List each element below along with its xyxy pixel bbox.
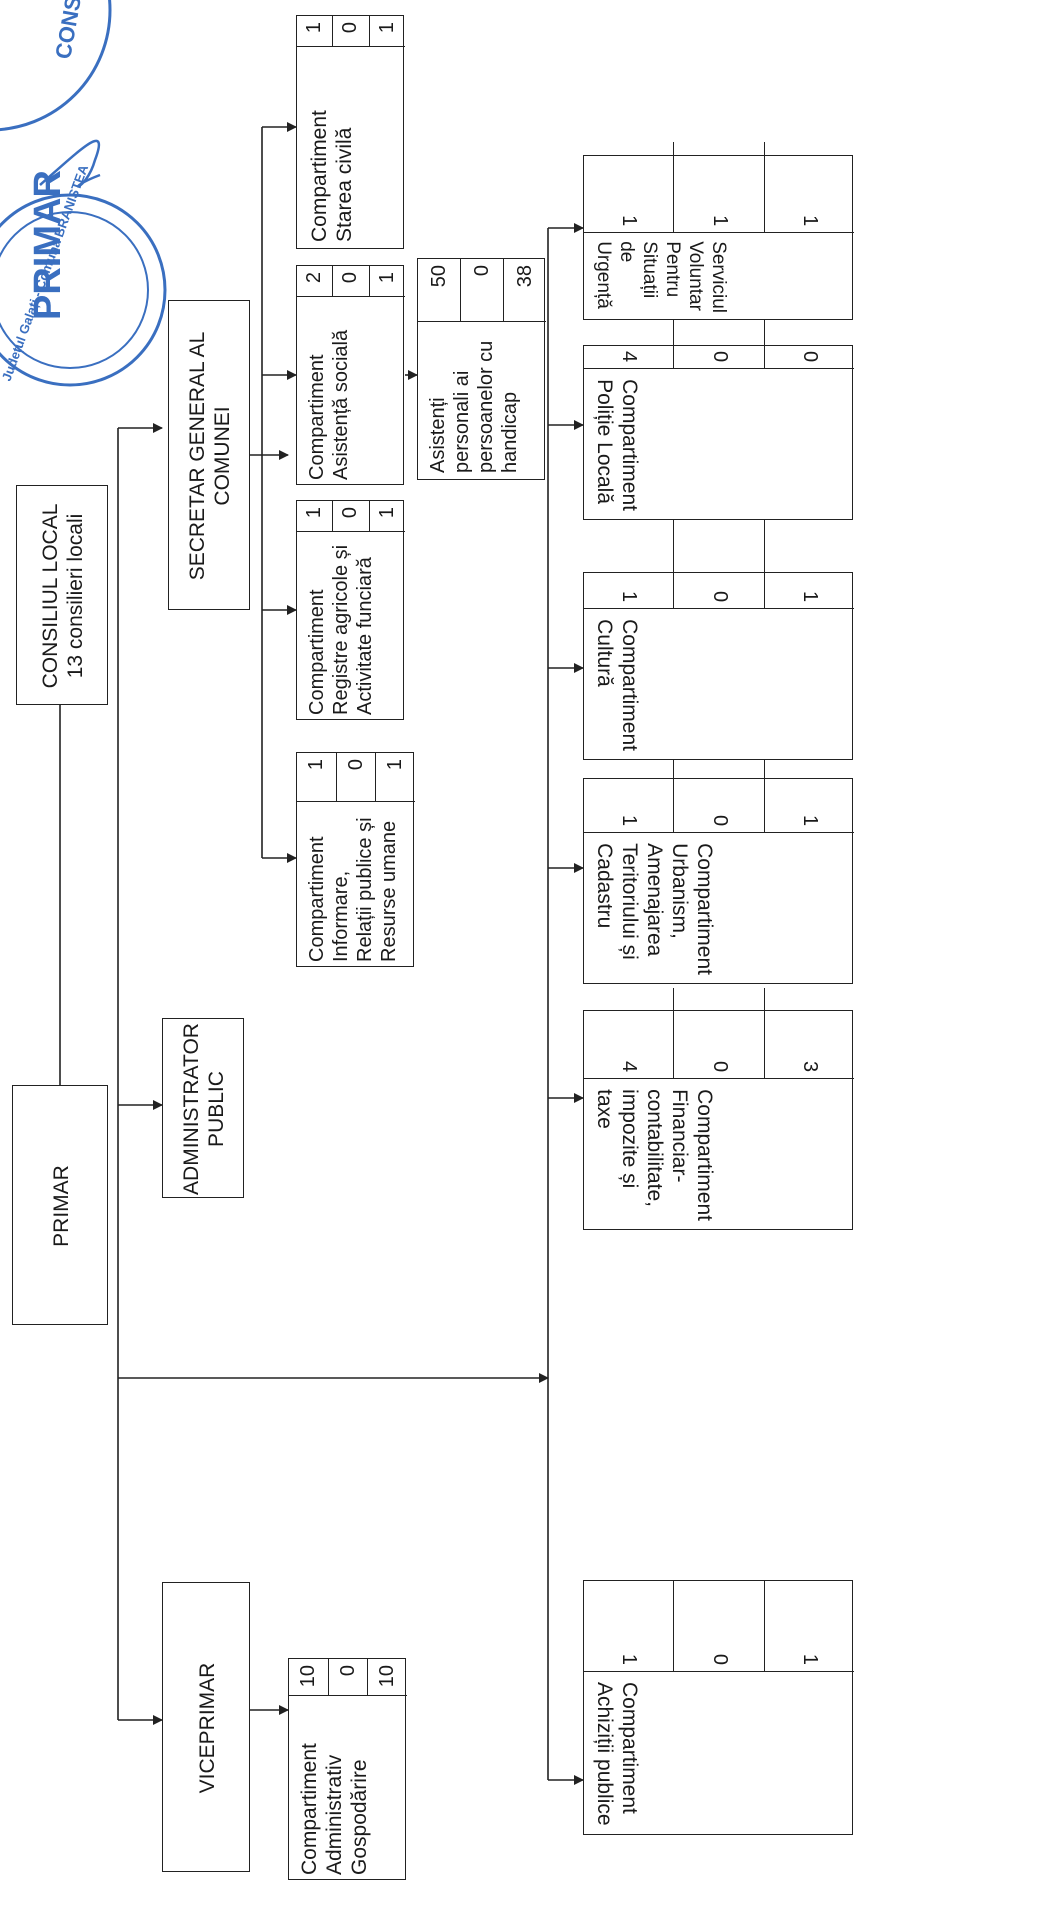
serviciu-label: Serviciul Voluntar Pentru Situații de Ur…: [593, 241, 729, 313]
c-admin-num-2: 0: [327, 1659, 368, 1695]
c-registre-num-1: 1: [303, 507, 326, 519]
node-administrator-public: ADMINISTRATOR PUBLIC: [162, 1018, 244, 1198]
c-financiar-num-2: 0: [674, 988, 765, 1079]
serviciu-num-2: 1: [674, 142, 765, 233]
c-registre-label: Compartiment Registre agricole și Activi…: [306, 544, 376, 715]
node-c-urbanism: Compartiment Urbanism, Amenajarea Terito…: [583, 742, 854, 984]
node-c-starea-civila: Compartiment Starea civilă 1 0 1: [296, 15, 405, 249]
node-c-achizitii-publice: Compartiment Achiziții publice 1 0 1: [583, 1580, 854, 1835]
c-cultura-label: Compartiment Cultură: [593, 619, 641, 751]
c-registre-num-3: 1: [368, 501, 405, 531]
c-starea-label: Compartiment Starea civilă: [308, 110, 356, 242]
consiliu-line1: CONSILIUL LOCAL: [39, 503, 62, 689]
c-achizitii-num-1: 1: [798, 1653, 821, 1665]
consiliu-line2: 13 consilieri locali: [64, 513, 87, 679]
stamp-word: PRIMAR: [27, 170, 69, 320]
c-starea-num-2: 0: [332, 16, 369, 46]
serviciu-num-1: 1: [798, 215, 821, 227]
c-achizitii-label: Compartiment Achiziții publice: [593, 1682, 641, 1826]
asistenti-num-2: 0: [460, 259, 503, 321]
node-secretar-general: SECRETAR GENERAL AL COMUNEI: [168, 300, 250, 610]
c-informare-num-1: 1: [304, 759, 327, 771]
secretar-label: SECRETAR GENERAL AL COMUNEI: [186, 331, 234, 581]
viceprimar-label: VICEPRIMAR: [195, 1662, 219, 1794]
stamp: PRIMAR CONSILIUL LO Județul Galați - Com…: [0, 0, 167, 387]
node-c-registre: Compartiment Registre agricole și Activi…: [296, 500, 405, 720]
c-asistenta-label: Compartiment Asistență socială: [306, 329, 352, 480]
node-primar: PRIMAR: [12, 1085, 108, 1325]
c-asistenta-num-1: 2: [303, 272, 326, 284]
c-admin-num-3: 10: [367, 1659, 408, 1695]
asistenti-num-3: 38: [503, 259, 546, 321]
c-admin-num-1: 10: [296, 1665, 319, 1688]
c-informare-label: Compartiment Informare, Relații publice …: [306, 817, 400, 962]
c-starea-num-1: 1: [303, 22, 326, 34]
serviciu-num-3: 1: [584, 142, 675, 233]
c-cultura-num-3: 1: [584, 518, 675, 609]
node-serviciul-voluntar-urgenta: Serviciul Voluntar Pentru Situații de Ur…: [583, 142, 854, 320]
c-admin-label: Compartiment Administrativ Gospodărire: [298, 1743, 371, 1875]
c-cultura-num-1: 1: [798, 590, 821, 603]
c-informare-num-3: 1: [375, 753, 416, 801]
stamp-text-top: CONSILIUL LO: [50, 0, 102, 61]
c-starea-num-3: 1: [368, 16, 405, 46]
c-urbanism-label: Compartiment Urbanism, Amenajarea Terito…: [593, 843, 716, 975]
node-viceprimar: VICEPRIMAR: [162, 1582, 250, 1872]
node-c-financiar: Compartiment Financiar- contabilitate, i…: [583, 988, 854, 1230]
c-asistenta-num-3: 1: [368, 266, 405, 296]
c-cultura-num-2: 0: [674, 518, 765, 609]
administrator-label: ADMINISTRATOR PUBLIC: [180, 1023, 228, 1195]
primar-label: PRIMAR: [49, 1165, 73, 1247]
node-c-asistenta-sociala: Compartiment Asistență socială 2 0 1: [296, 265, 405, 485]
c-asistenta-num-2: 0: [332, 266, 369, 296]
c-achizitii-num-3: 1: [584, 1581, 675, 1671]
signature-mark: [39, 139, 101, 188]
node-consiliu-local: CONSILIUL LOCAL 13 consilieri locali: [16, 485, 108, 705]
node-c-informare: Compartiment Informare, Relații publice …: [296, 752, 416, 967]
node-c-politie-locala: Compartiment Poliție Locală 0 0 4: [583, 278, 854, 520]
c-financiar-num-3: 4: [584, 988, 675, 1079]
asistenti-label: Asistenți personali ai persoanelor cu ha…: [427, 340, 521, 473]
node-c-cultura: Compartiment Cultură 1 0 1: [583, 518, 854, 760]
c-politie-label: Compartiment Poliție Locală: [593, 379, 641, 511]
c-financiar-num-1: 3: [798, 1060, 821, 1073]
node-c-administrativ: Compartiment Administrativ Gospodărire 1…: [288, 1658, 408, 1880]
c-achizitii-num-2: 0: [674, 1581, 765, 1671]
asistenti-num-1: 50: [427, 265, 450, 288]
node-asistenti-personali: Asistenți personali ai persoanelor cu ha…: [417, 258, 546, 480]
c-registre-num-2: 0: [332, 501, 369, 531]
c-financiar-label: Compartiment Financiar- contabilitate, i…: [593, 1089, 716, 1221]
c-informare-num-2: 0: [335, 753, 376, 801]
